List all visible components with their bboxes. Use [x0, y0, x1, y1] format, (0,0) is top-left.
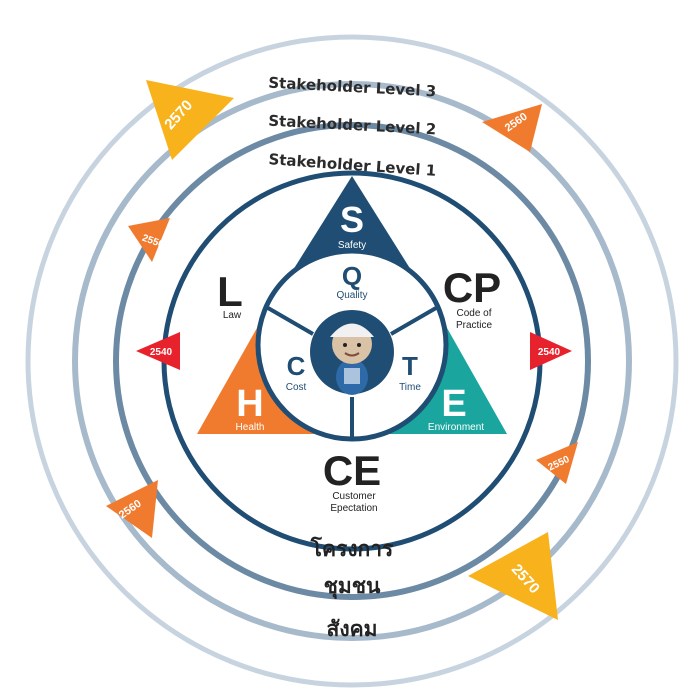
cost-label: Cost	[286, 382, 307, 393]
health-letter: H	[236, 383, 263, 425]
flag-2550-right: 2550	[536, 442, 578, 484]
safety-letter: S	[340, 199, 364, 240]
code-of-practice-letter: CP	[443, 264, 501, 311]
ring-level-2	[72, 81, 632, 641]
cost-letter: C	[287, 351, 306, 381]
svg-text:2540: 2540	[150, 347, 173, 358]
ring-community-label: ชุมชน	[324, 574, 381, 600]
svg-text:2540: 2540	[538, 347, 561, 358]
customer-expectation-label-2: Epectation	[330, 503, 377, 514]
environment-label: Environment	[428, 422, 484, 433]
flag-2570-top: 2570	[146, 80, 234, 160]
level-3-label: Stakeholder Level 3	[268, 74, 437, 101]
ring-project-label: โครงการ	[310, 536, 394, 561]
flag-2560-top: 2560	[482, 104, 542, 152]
time-letter: T	[402, 351, 418, 381]
environment-letter: E	[441, 383, 466, 425]
code-of-practice-label-1: Code of	[456, 308, 491, 319]
quality-letter: Q	[342, 261, 362, 291]
law-letter: L	[217, 268, 243, 315]
inner-divider-right	[389, 306, 438, 336]
flag-2540-left: 2540	[136, 332, 180, 370]
flag-2560-bottom: 2560	[106, 480, 158, 538]
flag-2550-left: 2550	[128, 218, 170, 262]
customer-expectation-letter: CE	[323, 447, 381, 494]
ring-level-3	[25, 34, 679, 688]
ring-level-1	[113, 122, 591, 600]
code-of-practice-label-2: Practice	[456, 320, 493, 331]
customer-expectation-label-1: Customer	[332, 491, 376, 502]
health-label: Health	[236, 422, 265, 433]
worker-mascot-icon	[310, 310, 394, 395]
time-label: Time	[399, 382, 421, 393]
ring-society-label: สังคม	[327, 617, 378, 641]
inner-divider-left	[266, 306, 315, 336]
law-label: Law	[223, 310, 242, 321]
safety-label: Safety	[338, 240, 366, 251]
flag-2540-right: 2540	[530, 332, 572, 370]
quality-label: Quality	[336, 290, 367, 301]
flag-2570-bottom: 2570	[468, 532, 558, 620]
